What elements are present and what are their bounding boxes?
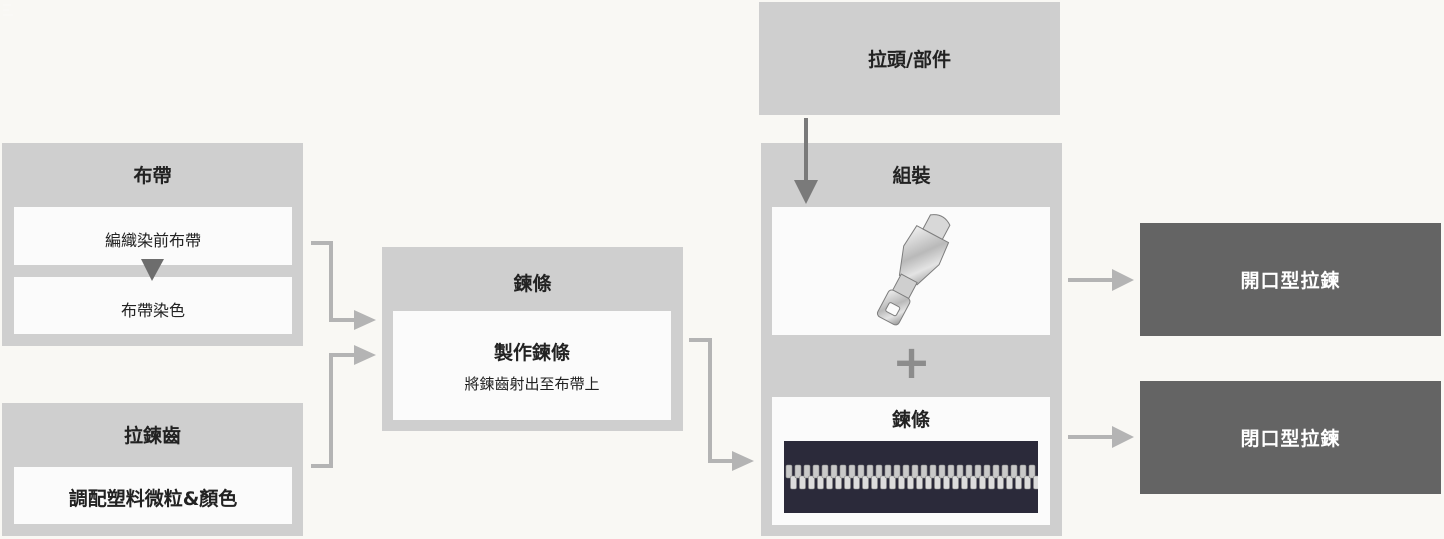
open-end-zipper-label: 開口型拉鍊 [1240,270,1341,292]
zipper-tooth [1010,464,1018,479]
zipper-tooth [835,475,842,490]
zipper-tooth [920,464,928,479]
zipper-tooth [1024,475,1031,490]
assembly-chain-label: 鍊條 [891,409,930,431]
arrow-right-icon [732,451,754,471]
chain-title: 鍊條 [513,273,552,295]
zipper-tooth [821,464,829,479]
zipper-chain-image [784,441,1038,513]
zipper-tooth [844,475,851,490]
zipper-tooth [857,464,865,479]
zipper-tooth [974,464,982,479]
slider-parts-title: 拉頭/部件 [868,49,951,71]
slider-parts-panel: 拉頭/部件 [759,2,1060,115]
mix-plastic-box: 調配塑料微粒&顏色 [14,467,292,524]
zipper-tooth [790,475,797,490]
zipper-tooth [889,475,896,490]
fabric-tape-title: 布帶 [133,165,172,187]
make-chain-sublabel: 將鍊齒射出至布帶上 [464,375,600,393]
weave-tape-label: 編織染前布帶 [104,231,201,250]
zipper-tooth [970,475,977,490]
zipper-tooth [794,464,802,479]
arrow-chain-to-assembly [689,338,734,463]
zipper-tooth [862,475,869,490]
closed-end-zipper-label: 閉口型拉鍊 [1240,428,1341,450]
dye-tape-box: 布帶染色 [14,277,292,334]
zipper-tooth [799,475,806,490]
chain-panel: 鍊條 製作鍊條 將鍊齒射出至布帶上 [382,247,683,431]
zipper-tooth [902,464,910,479]
make-chain-box: 製作鍊條 將鍊齒射出至布帶上 [393,311,671,420]
assembly-title: 組裝 [892,165,931,187]
zipper-tooth [884,464,892,479]
zipper-tooth [943,475,950,490]
zipper-tooth [997,475,1004,490]
zipper-tooth [830,464,838,479]
zipper-tooth [866,464,874,479]
zipper-tooth [1033,475,1038,490]
weave-tape-box: 編織染前布帶 [14,207,292,265]
zipper-tooth [898,475,905,490]
mix-plastic-label: 調配塑料微粒&顏色 [68,488,238,510]
dye-tape-label: 布帶染色 [120,301,185,320]
zipper-tooth [871,475,878,490]
zipper-tooth [875,464,883,479]
zipper-tooth [929,464,937,479]
zipper-teeth-panel: 拉鍊齒 調配塑料微粒&顏色 [2,403,303,536]
zipper-tooth [947,464,955,479]
zipper-tooth [808,475,815,490]
zipper-tooth [988,475,995,490]
zipper-tooth [848,464,856,479]
arrow-right-icon [354,345,376,365]
chain-image-box: 鍊條 [772,397,1050,525]
zipper-teeth-title: 拉鍊齒 [123,425,181,447]
zipper-tooth [938,464,946,479]
zipper-tooth [893,464,901,479]
zipper-tooth [961,475,968,490]
closed-end-zipper-box: 閉口型拉鍊 [1140,381,1441,494]
zipper-tooth [880,475,887,490]
zipper-tooth [812,464,820,479]
assembly-panel: 組裝 + 鍊條 [761,143,1062,536]
arrow-fabric-to-chain [311,241,356,322]
zipper-tooth [956,464,964,479]
fabric-tape-panel: 布帶 編織染前布帶 布帶染色 [2,143,303,346]
zipper-tooth [983,464,991,479]
zipper-tooth [1006,475,1013,490]
zipper-tooth [1015,475,1022,490]
zipper-tooth [1028,464,1036,479]
zipper-tooth [916,475,923,490]
slider-image-box [772,207,1050,335]
zipper-tooth [952,475,959,490]
zipper-tooth [803,464,811,479]
zipper-tooth [911,464,919,479]
zipper-tooth [826,475,833,490]
zipper-tooth [1001,464,1009,479]
arrow-teeth-to-chain [311,353,356,468]
arrow-right-icon [1112,426,1134,448]
zipper-tooth [853,475,860,490]
arrow-right-icon [1112,269,1134,291]
zipper-tooth [992,464,1000,479]
arrow-right-icon [354,310,376,330]
zipper-tooth [839,464,847,479]
zipper-tooth [934,475,941,490]
zipper-tooth [925,475,932,490]
zipper-slider-image [876,214,951,326]
zipper-tooth [907,475,914,490]
zipper-tooth [1019,464,1027,479]
zipper-tooth [979,475,986,490]
zipper-tooth [817,475,824,490]
zipper-tooth [965,464,973,479]
zipper-tooth [785,464,793,479]
plus-icon: + [892,335,931,389]
make-chain-label: 製作鍊條 [493,342,570,364]
corner-watermark-icon [3,4,13,16]
open-end-zipper-box: 開口型拉鍊 [1140,223,1441,336]
